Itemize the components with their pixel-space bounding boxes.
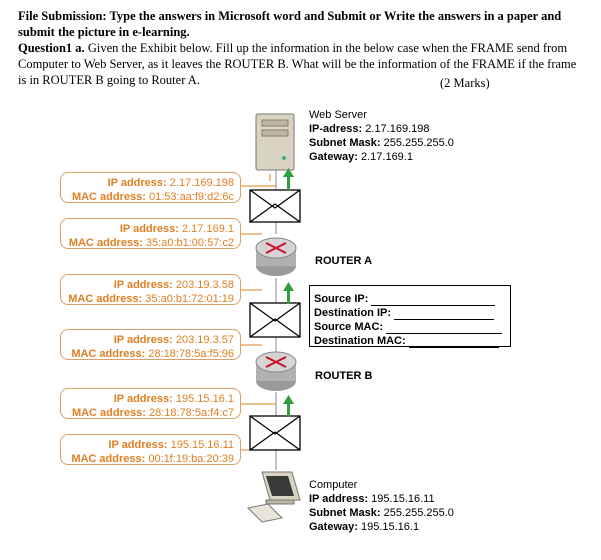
ip-address: IP address: 195.15.16.1 (67, 392, 234, 406)
computer-icon (248, 472, 300, 522)
router-icon (256, 238, 296, 276)
router-a-label: ROUTER A (315, 255, 372, 267)
ip-address: IP address: 2.17.169.1 (67, 222, 234, 236)
address-box: IP address: 195.15.16.11 MAC address: 00… (60, 434, 241, 465)
address-box: IP address: 203.19.3.58 MAC address: 35:… (60, 274, 241, 305)
mac-address: MAC address: 35:a0:b1:72:01:19 (67, 292, 234, 306)
frame-envelope-icon (250, 303, 300, 337)
computer-mask: Subnet Mask: 255.255.255.0 (309, 506, 454, 520)
address-box: IP address: 195.15.16.1 MAC address: 28:… (60, 388, 241, 419)
web-server-gateway: Gateway: 2.17.169.1 (309, 150, 454, 164)
mac-address: MAC address: 00:1f:19:ba:20:39 (67, 452, 234, 466)
destination-mac-label: Destination MAC: (314, 334, 406, 348)
web-server-ip: IP-adress: 2.17.169.198 (309, 122, 454, 136)
destination-ip-label: Destination IP: (314, 306, 391, 320)
frame-envelope-icon (250, 190, 300, 222)
source-mac-blank[interactable] (386, 322, 502, 334)
source-ip-blank[interactable] (371, 294, 495, 306)
source-mac-label: Source MAC: (314, 320, 383, 334)
ip-address: IP address: 203.19.3.57 (67, 333, 234, 347)
address-box: IP address: 2.17.169.198 MAC address: 01… (60, 172, 241, 203)
web-server-mask: Subnet Mask: 255.255.255.0 (309, 136, 454, 150)
destination-ip-row: Destination IP: (314, 306, 510, 320)
server-icon (256, 114, 294, 170)
destination-ip-blank[interactable] (394, 308, 494, 320)
source-ip-row: Source IP: (314, 292, 510, 306)
web-server-info: Web Server IP-adress: 2.17.169.198 Subne… (309, 108, 454, 164)
up-arrow-icon (283, 168, 294, 190)
up-arrow-icon (283, 282, 294, 304)
destination-mac-blank[interactable] (409, 336, 499, 348)
mac-address: MAC address: 01:53:aa:f9:d2:6c (67, 190, 234, 204)
router-icon (256, 352, 296, 391)
ip-address: IP address: 2.17.169.198 (67, 176, 234, 190)
mac-address: MAC address: 28:18:78:5a:f5:96 (67, 347, 234, 361)
destination-mac-row: Destination MAC: (314, 334, 510, 348)
computer-ip: IP address: 195.15.16.11 (309, 492, 454, 506)
source-ip-label: Source IP: (314, 292, 368, 306)
computer-gateway: Gateway: 195.15.16.1 (309, 520, 454, 534)
router-b-label: ROUTER B (315, 370, 372, 382)
address-box: IP address: 203.19.3.57 MAC address: 28:… (60, 329, 241, 360)
address-box: IP address: 2.17.169.1 MAC address: 35:a… (60, 218, 241, 249)
frame-envelope-icon (250, 416, 300, 450)
ip-address: IP address: 203.19.3.58 (67, 278, 234, 292)
computer-info: Computer IP address: 195.15.16.11 Subnet… (309, 478, 454, 534)
mac-address: MAC address: 35:a0:b1:00:57:c2 (67, 236, 234, 250)
mac-address: MAC address: 28:18:78:5a:f4:c7 (67, 406, 234, 420)
web-server-name: Web Server (309, 108, 454, 122)
frame-info-fill-box: Source IP: Destination IP: Source MAC: D… (309, 285, 511, 347)
up-arrow-icon (283, 395, 294, 417)
ip-address: IP address: 195.15.16.11 (67, 438, 234, 452)
source-mac-row: Source MAC: (314, 320, 510, 334)
computer-name: Computer (309, 478, 454, 492)
